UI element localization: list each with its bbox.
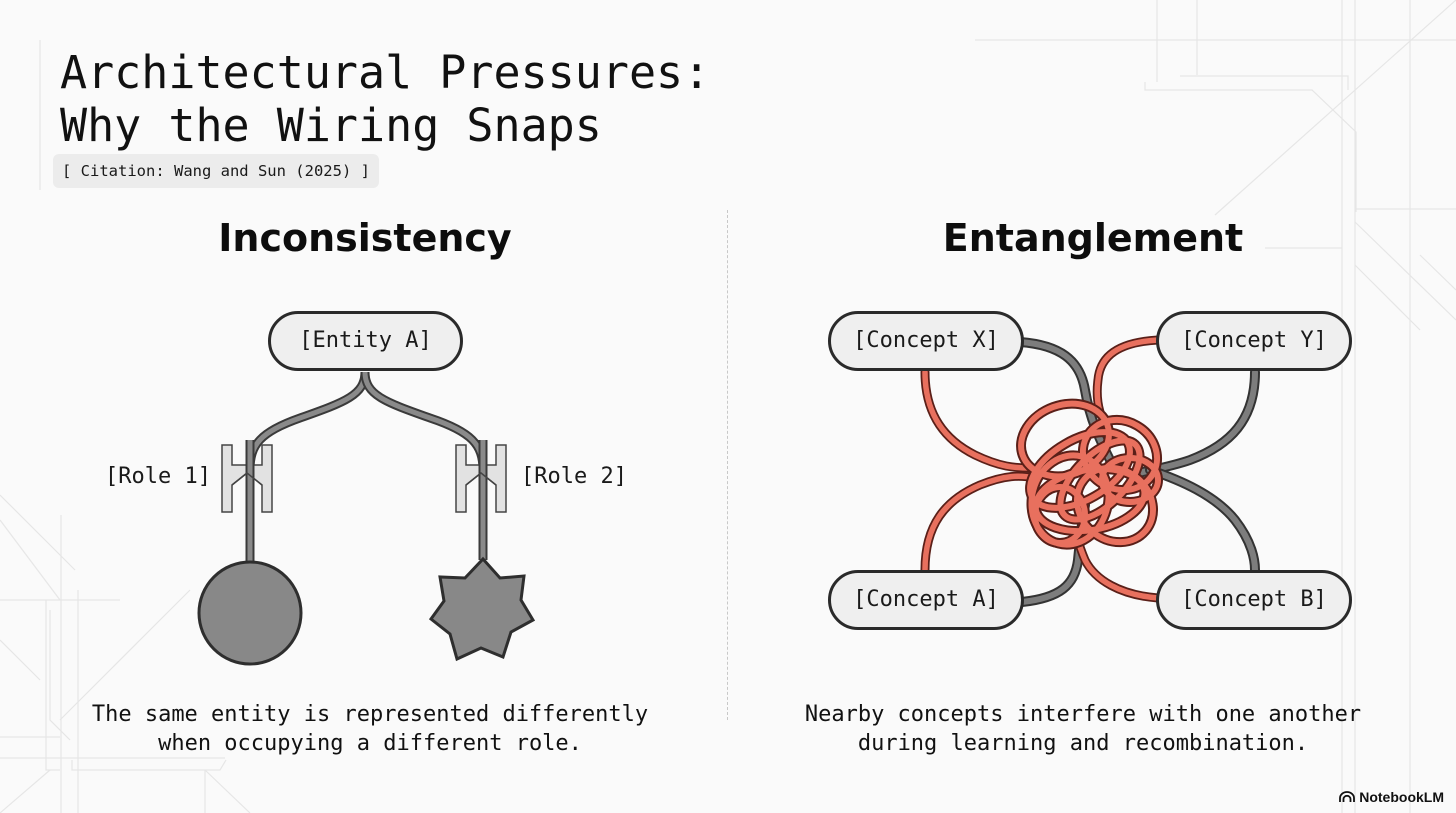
tangled-knot-icon — [1016, 398, 1163, 550]
star-representation-icon — [428, 556, 536, 662]
circle-representation-icon — [197, 560, 303, 666]
inconsistency-heading: Inconsistency — [218, 216, 512, 260]
brand-label: NotebookLM — [1359, 789, 1444, 805]
entanglement-heading: Entanglement — [942, 216, 1244, 260]
role-2-label: [Role 2] — [521, 464, 627, 489]
concept-x-node: [Concept X] — [828, 311, 1024, 371]
citation-badge: [ Citation: Wang and Sun (2025) ] — [53, 154, 379, 188]
concept-y-node: [Concept Y] — [1156, 311, 1352, 371]
notebooklm-watermark: NotebookLM — [1339, 789, 1444, 805]
role-1-connector-icon — [221, 440, 273, 517]
slide-title-line-2: Why the Wiring Snaps — [60, 99, 602, 152]
concept-a-node: [Concept A] — [828, 570, 1024, 630]
notebooklm-logo-icon — [1339, 791, 1356, 802]
inconsistency-caption: The same entity is represented different… — [50, 700, 690, 758]
inconsistency-caption-line-1: The same entity is represented different… — [91, 702, 649, 727]
slide-title-line-1: Architectural Pressures: — [60, 46, 711, 99]
entity-a-node: [Entity A] — [268, 311, 463, 371]
entanglement-caption-line-1: Nearby concepts interfere with one anoth… — [804, 702, 1362, 727]
role-1-label: [Role 1] — [105, 464, 211, 489]
entanglement-wires — [920, 335, 1260, 607]
entity-wires — [245, 371, 488, 563]
role-2-connector-icon — [455, 440, 507, 517]
panel-divider — [727, 210, 728, 720]
concept-b-node: [Concept B] — [1156, 570, 1352, 630]
entanglement-caption-line-2: during learning and recombination. — [857, 731, 1309, 756]
entanglement-caption: Nearby concepts interfere with one anoth… — [763, 700, 1403, 758]
slide-title: Architectural Pressures: Why the Wiring … — [60, 46, 710, 152]
inconsistency-caption-line-2: when occupying a different role. — [158, 731, 582, 756]
